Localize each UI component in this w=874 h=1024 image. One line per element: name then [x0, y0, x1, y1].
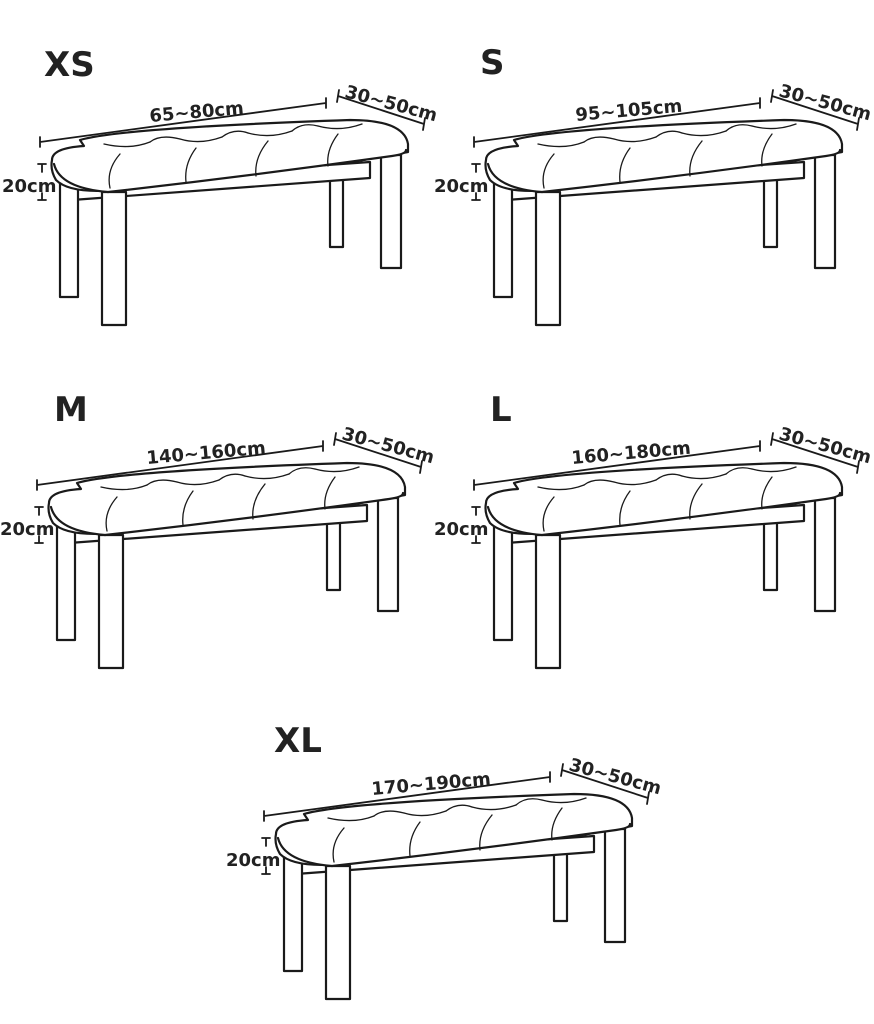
- height-label: 20cm: [0, 519, 54, 540]
- size-label: XL: [274, 721, 322, 761]
- bench-s: S 95~105cm 30~50cm 20cm: [434, 43, 874, 327]
- height-dimension: 20cm: [434, 506, 488, 544]
- bench-xl: XL 170~190cm 30~50cm 20cm: [226, 721, 664, 1001]
- bench-drawing: [484, 461, 844, 670]
- height-dimension: 20cm: [0, 506, 54, 544]
- depth-label: 30~50cm: [777, 424, 874, 469]
- bench-drawing: [50, 118, 410, 327]
- length-label: 170~190cm: [371, 769, 492, 800]
- size-label: M: [54, 390, 88, 430]
- size-label: L: [490, 390, 512, 430]
- bench-l: L 160~180cm 30~50cm 20cm: [434, 390, 874, 670]
- bench-drawing: [484, 118, 844, 327]
- length-label: 65~80cm: [149, 98, 245, 127]
- height-dimension: 20cm: [434, 163, 488, 201]
- depth-label: 30~50cm: [777, 81, 874, 126]
- depth-label: 30~50cm: [340, 424, 437, 469]
- depth-label: 30~50cm: [567, 755, 664, 800]
- height-label: 20cm: [2, 176, 56, 197]
- size-label: S: [480, 43, 505, 83]
- size-label: XS: [44, 45, 95, 85]
- bench-drawing: [274, 792, 634, 1001]
- length-dimension: 95~105cm: [473, 96, 761, 148]
- bench-xs: XS 65~80cm 30~50cm 20cm: [2, 45, 440, 327]
- height-label: 20cm: [434, 176, 488, 197]
- height-dimension: 20cm: [226, 837, 280, 875]
- bench-drawing: [47, 461, 407, 670]
- height-label: 20cm: [226, 850, 280, 871]
- bench-m: M 140~160cm 30~50cm 20cm: [0, 390, 437, 670]
- length-label: 140~160cm: [146, 438, 267, 469]
- height-dimension: 20cm: [2, 163, 56, 201]
- height-label: 20cm: [434, 519, 488, 540]
